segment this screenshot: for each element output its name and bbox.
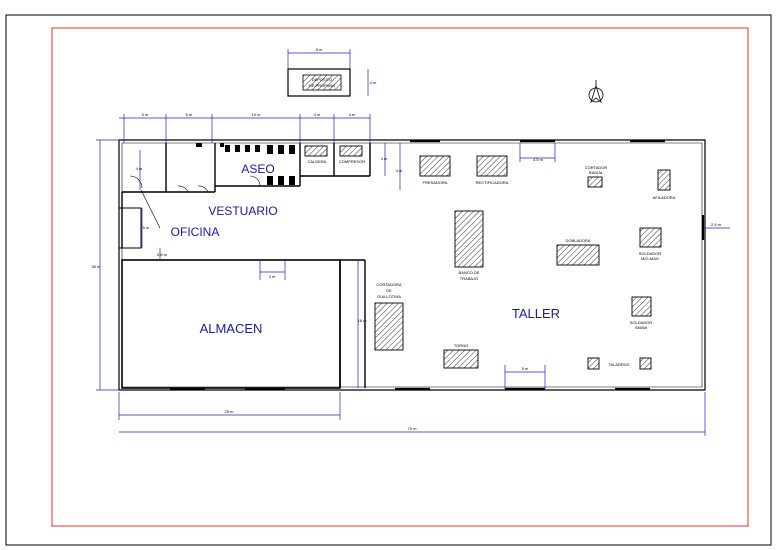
fresadora-block — [419, 155, 451, 177]
compresor-block — [339, 145, 363, 157]
windows — [170, 139, 705, 391]
room-taller: TALLER — [512, 306, 560, 321]
room-almacen: ALMACEN — [200, 321, 263, 336]
torno-label: TORNO — [454, 343, 468, 348]
rectificadora-block — [476, 155, 508, 177]
soldador-smaw-label-2: SMAW — [635, 325, 648, 330]
dim-top-door: 4.5 m — [533, 157, 544, 162]
dimension-texts: 8 m 4 m 5 m 5 m 10 m 4 m 4 m 4 m 4 m 4.5… — [92, 47, 722, 431]
dim-deposito: 8 m — [316, 47, 323, 52]
room-aseo: ASEO — [241, 162, 274, 176]
cortadora-block — [374, 302, 404, 351]
dimension-lines — [96, 49, 730, 436]
taladro-block-1 — [587, 357, 600, 370]
dim-oficina-h: 5 m — [143, 225, 150, 230]
soldador-mig-block — [639, 227, 662, 248]
cortadora-label-2: DE — [386, 288, 392, 293]
dim-caldera-w: 4 m — [314, 112, 321, 117]
soldador-mig-label-2: MIG-MAG — [641, 256, 659, 261]
rectificadora-label: RECTIFICADORA — [476, 180, 509, 185]
sheet-border — [5, 14, 772, 546]
dim-almacen-w: 25 m — [225, 409, 235, 414]
equipment-blocks — [304, 145, 671, 370]
soldador-smaw-label-1: SOLDADOR — [630, 320, 653, 325]
cortador-radial-label-1: CORTADOR — [585, 165, 608, 170]
dim-vestuario-w: 5 m — [186, 112, 193, 117]
dim-total-h: 30 m — [92, 264, 102, 269]
dim-left-small: 4 m — [136, 166, 143, 171]
banco-label-2: TRABAJO — [460, 276, 478, 281]
soldador-mig-label-1: SOLDADOR — [639, 251, 662, 256]
dim-almacen-h: 16 m — [358, 318, 368, 323]
equipment-labels: CALDERA COMPRESOR FRESADORA RECTIFICADOR… — [308, 159, 676, 367]
dim-oficina-w: 5 m — [142, 112, 149, 117]
room-oficina: OFICINA — [171, 225, 220, 239]
torno-block — [443, 349, 479, 369]
cortadora-label-1: CORTADORA — [376, 282, 402, 287]
cortadora-label-3: GUILLOTINA — [377, 294, 401, 299]
dim-aseo-w: 10 m — [252, 112, 262, 117]
sheet-frame — [51, 27, 749, 527]
room-labels: TALLER ALMACEN ASEO VESTUARIO OFICINA — [171, 162, 560, 336]
dim-oficina-h2: 0.8 m — [157, 252, 168, 257]
caldera-label: CALDERA — [308, 159, 327, 164]
dim-door-right: 4 m — [396, 168, 403, 173]
dim-almacen-door: 3 m — [269, 274, 276, 279]
dobladora-label: DOBLADORA — [565, 238, 590, 243]
afiladora-label: AFILADORA — [653, 195, 676, 200]
room-vestuario: VESTUARIO — [208, 204, 277, 218]
banco-block — [454, 210, 484, 268]
north-arrow-icon — [588, 80, 604, 104]
building-walls — [118, 139, 706, 391]
dobladora-block — [556, 244, 600, 266]
dim-right-gap: 2.5 m — [711, 222, 722, 227]
cortador-radial-block — [587, 176, 603, 188]
soldador-smaw-block — [631, 296, 652, 317]
cortador-radial-label-2: RADIAL — [589, 170, 604, 175]
fresadora-label: FRESADORA — [423, 180, 448, 185]
deposito-label-1: DEPOSITO — [312, 77, 333, 82]
propane-deposit: DEPOSITO DE PROPANO — [287, 68, 351, 97]
taladro-block-2 — [639, 357, 652, 370]
banco-label-1: BANCO DE — [459, 270, 480, 275]
dim-total-w: 70 m — [408, 426, 418, 431]
deposito-label-2: DE PROPANO — [309, 83, 335, 88]
compresor-label: COMPRESOR — [339, 159, 365, 164]
dim-compresor-w: 4 m — [349, 112, 356, 117]
aseo-fixtures — [196, 143, 295, 185]
dim-aseo-h: 4 m — [381, 156, 388, 161]
dim-bottom-door: 5 m — [522, 366, 529, 371]
taladros-label: TALADROS — [608, 362, 630, 367]
dim-deposito-h: 4 m — [370, 80, 377, 85]
caldera-block — [304, 145, 328, 157]
afiladora-block — [657, 169, 671, 191]
